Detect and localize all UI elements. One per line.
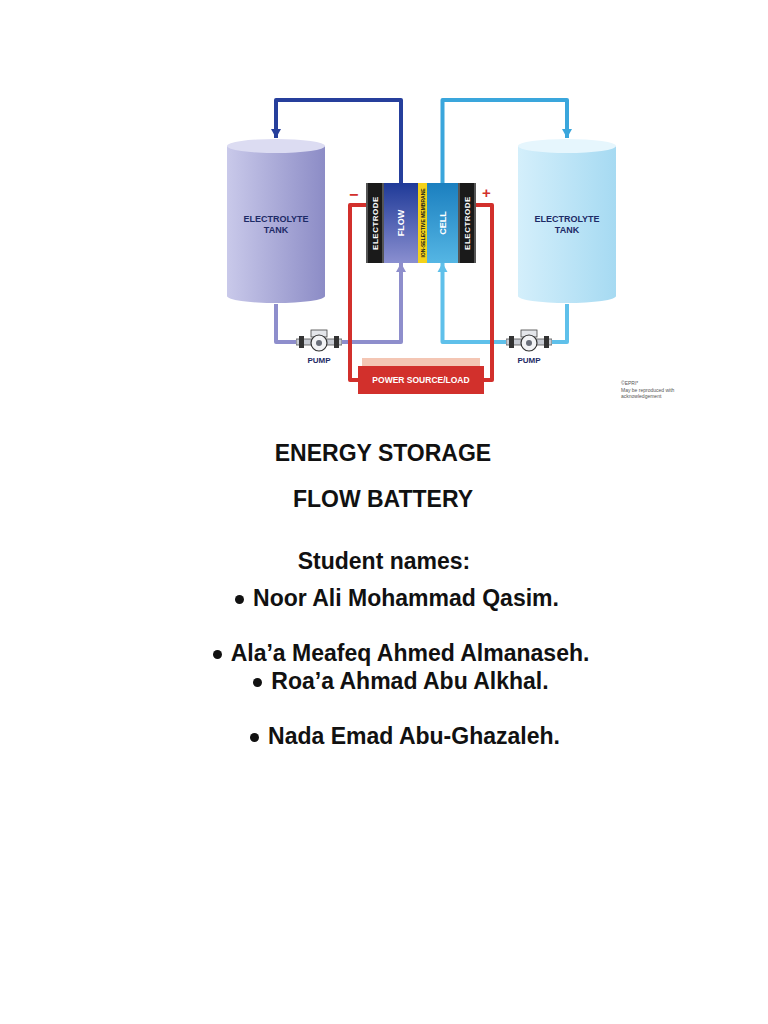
node-label: ION-SELECTIVE MEMBRANE: [420, 188, 426, 257]
pump: PUMP: [296, 329, 342, 367]
copyright-note: ©EPRI*: [621, 380, 638, 386]
connector: [476, 205, 492, 380]
list-bullet: [213, 650, 222, 659]
student-name: Ala’a Meafeq Ahmed Almanaseh.: [231, 640, 590, 667]
arrow-head: [271, 129, 281, 138]
tank-lid: [227, 139, 325, 153]
pipe-line: [476, 205, 492, 380]
node-label: ELECTROLYTE TANK: [527, 214, 607, 236]
list-bullet: [235, 595, 244, 604]
terminal-sign: −: [349, 186, 358, 204]
connector: [350, 205, 366, 380]
arrow-head: [438, 263, 448, 272]
pump-flange: [299, 336, 304, 348]
pipe-line: [276, 304, 296, 342]
flow-cell-half: CELL: [427, 183, 458, 263]
ion-membrane: ION-SELECTIVE MEMBRANE: [418, 183, 427, 263]
electrolyte-tank: ELECTROLYTE TANK: [517, 138, 617, 304]
electrode: ELECTRODE: [366, 183, 384, 263]
node-label: CELL: [438, 211, 448, 235]
power-source-load: POWER SOURCE/LOAD: [358, 366, 484, 394]
node-label: ELECTRODE: [463, 196, 472, 250]
load-top-face: [362, 358, 480, 366]
flow-cell-half: FLOW: [384, 183, 418, 263]
terminal-sign: +: [482, 184, 491, 201]
node-label: ELECTRODE: [371, 196, 380, 250]
student-name: Roa’a Ahmad Abu Alkhal.: [271, 668, 548, 695]
tank-body: [518, 146, 616, 303]
node-label: PUMP: [496, 356, 562, 365]
arrow-head: [562, 129, 572, 138]
pipe-line: [350, 205, 366, 380]
tank-body: [227, 146, 325, 303]
node-label: PUMP: [286, 356, 352, 365]
electrode: ELECTRODE: [458, 183, 476, 263]
pump-symbol: [506, 329, 552, 355]
connector: [438, 263, 507, 342]
document-title: ENERGY STORAGE: [275, 440, 491, 467]
list-bullet: [253, 678, 262, 687]
pipe-line: [443, 263, 507, 342]
copyright-note: May be reproduced with acknowledgement: [621, 387, 691, 399]
pump-symbol: [296, 329, 342, 355]
list-bullet: [250, 733, 259, 742]
section-heading: Student names:: [298, 548, 471, 575]
pump-impeller: [316, 340, 322, 346]
student-name: Noor Ali Mohammad Qasim.: [253, 585, 559, 612]
arrow-head: [396, 263, 406, 272]
pump-impeller: [526, 340, 532, 346]
connector: [276, 304, 296, 342]
electrolyte-tank: ELECTROLYTE TANK: [226, 138, 326, 304]
node-label: POWER SOURCE/LOAD: [372, 375, 469, 385]
tank-lid: [518, 139, 616, 153]
connector: [552, 304, 567, 342]
document-title: FLOW BATTERY: [293, 486, 473, 513]
pump-flange: [509, 336, 514, 348]
pump-flange: [544, 336, 549, 348]
pump-flange: [334, 336, 339, 348]
node-label: FLOW: [396, 210, 406, 237]
pipe-line: [552, 304, 567, 342]
pump-housing: [521, 335, 537, 351]
pump-housing: [311, 335, 327, 351]
student-name: Nada Emad Abu-Ghazaleh.: [268, 723, 560, 750]
pump: PUMP: [506, 329, 552, 367]
node-label: ELECTROLYTE TANK: [236, 214, 316, 236]
